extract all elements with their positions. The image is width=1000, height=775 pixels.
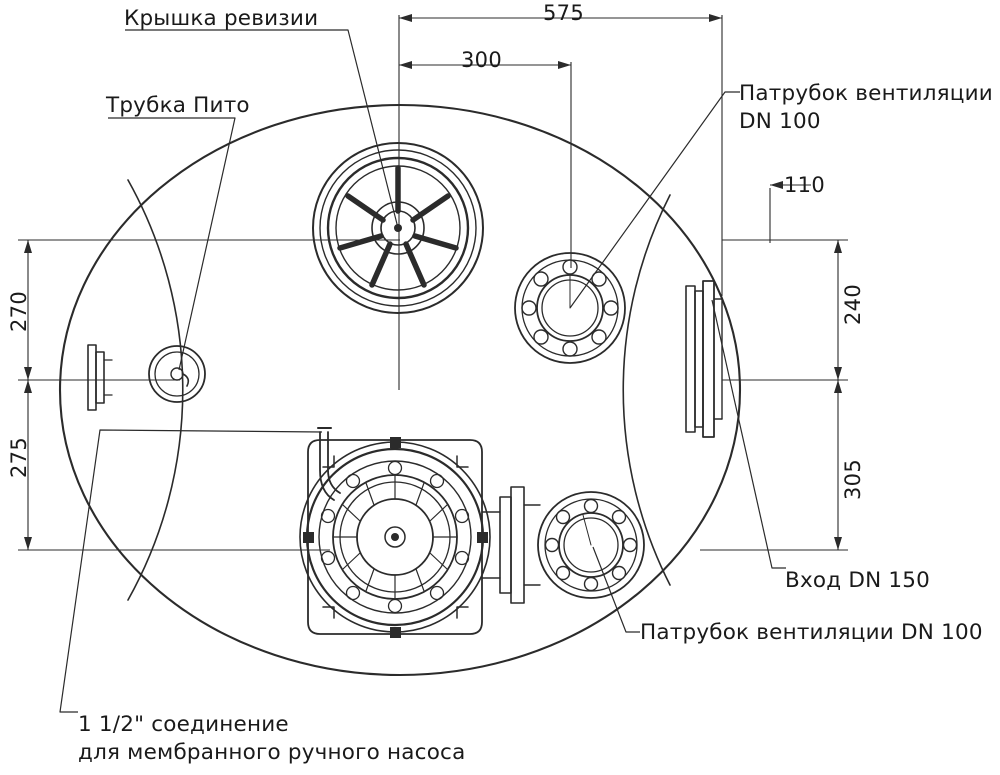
dimension-arrows-left — [24, 240, 32, 550]
vent-nozzle-flange-lower — [481, 486, 645, 604]
dimension-lines-top — [398, 15, 723, 390]
pitot-tube-fitting — [148, 345, 206, 403]
inspection-hatch — [312, 142, 484, 314]
bottom-manway-assembly — [299, 437, 491, 638]
callout-vent-nozzle-top: Патрубок вентиляции DN 100 — [739, 81, 993, 134]
dimension-arrows-right — [770, 181, 842, 550]
dimension-label-240: 240 — [841, 284, 865, 325]
callout-vent-nozzle-bottom: Патрубок вентиляции DN 100 — [640, 620, 983, 645]
dimension-label-575: 575 — [543, 1, 584, 25]
tank-outline — [58, 103, 742, 677]
dimension-arrows-top — [399, 14, 722, 69]
dimension-lines-left — [18, 239, 400, 551]
leader-lines — [59, 29, 786, 713]
callout-pitot-tube: Трубка Пито — [106, 93, 250, 118]
hand-pump-pipe — [317, 427, 341, 501]
left-side-nozzle — [87, 344, 113, 411]
vent-nozzle-flange-upper — [514, 252, 626, 364]
dimension-label-270: 270 — [7, 291, 31, 332]
dimension-label-275: 275 — [7, 437, 31, 478]
dimension-label-305: 305 — [841, 459, 865, 500]
dimension-lines-right — [700, 184, 848, 551]
dimension-label-110: 110 — [784, 173, 825, 197]
callout-hand-pump-connection: 1 1/2" соединение для мембранного ручног… — [78, 712, 466, 765]
callout-hatch-cover: Крышка ревизии — [124, 6, 319, 31]
dimension-label-300: 300 — [461, 48, 502, 72]
inlet-flange-side — [685, 280, 723, 438]
callout-inlet: Вход DN 150 — [785, 568, 931, 593]
